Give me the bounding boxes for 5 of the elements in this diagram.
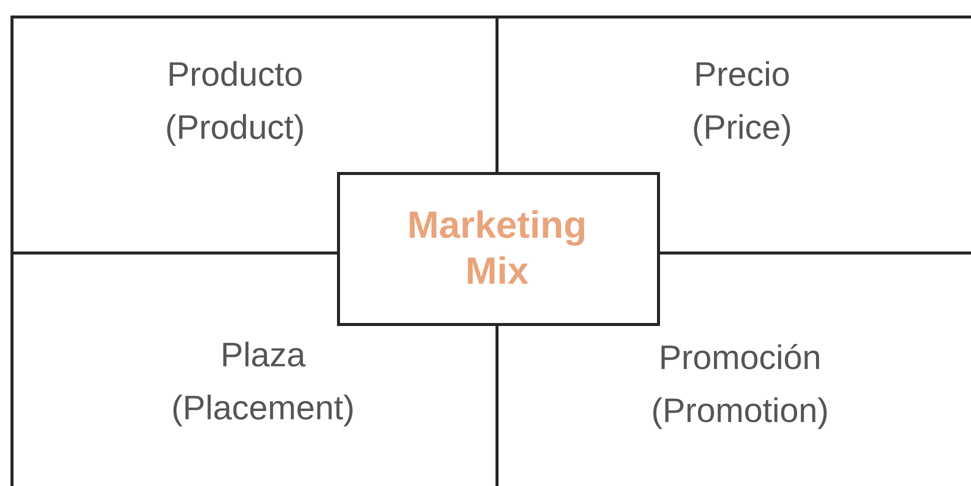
quadrant-label: Producto (Product) (167, 61, 303, 146)
quadrant-label: Promoción (Promotion) (653, 344, 827, 430)
quadrant-label: Plaza (Placement) (173, 342, 353, 426)
center-box: Marketing Mix (337, 172, 660, 326)
quadrant-label: Precio (Price) (694, 61, 790, 146)
